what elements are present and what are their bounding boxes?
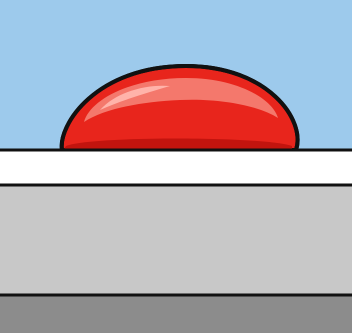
- grey-band: [0, 185, 352, 295]
- white-band: [0, 150, 352, 185]
- dark-band: [0, 295, 352, 333]
